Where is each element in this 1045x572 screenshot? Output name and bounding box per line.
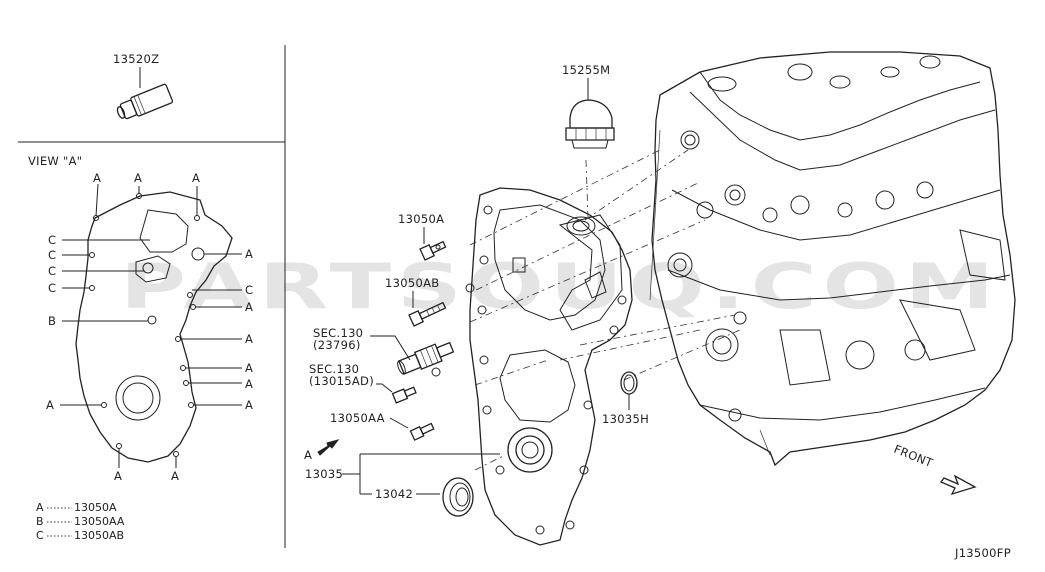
part-13035h-label[interactable]: 13035H — [602, 412, 649, 426]
view-a-label-c-1: C — [48, 233, 56, 247]
legend: A 13050A B 13050AA C 13050AB — [36, 501, 125, 542]
view-a-label-b: B — [48, 314, 56, 328]
view-a-arrow-label: A — [304, 448, 312, 462]
callout-13035: 13035 — [305, 453, 500, 495]
view-a-label-a-1: A — [93, 171, 101, 185]
sensor-sec130-23796: SEC.130 (23796) — [313, 326, 455, 377]
diagram-id: J13500FP — [954, 546, 1011, 560]
view-a-label-a-5: A — [245, 300, 253, 314]
view-a-label-a-4: A — [245, 247, 253, 261]
sealant-tube-icon — [116, 83, 174, 120]
legend-part-a[interactable]: 13050A — [74, 501, 117, 514]
part-13050ab-label[interactable]: 13050AB — [385, 276, 439, 290]
bolt-13050a: 13050A — [398, 212, 447, 261]
view-a-label-c-2: C — [48, 248, 56, 262]
view-a-label-c-5: C — [245, 283, 253, 297]
part-13042-label[interactable]: 13042 — [375, 487, 413, 501]
legend-part-b[interactable]: 13050AA — [74, 515, 125, 528]
legend-part-c[interactable]: 13050AB — [74, 529, 124, 542]
front-arrow-icon — [939, 474, 977, 496]
part-13050aa-label[interactable]: 13050AA — [330, 411, 385, 425]
legend-key-a: A — [36, 501, 44, 514]
sealant-tube-group: 13520Z — [113, 52, 174, 120]
view-a-label-a-6: A — [245, 332, 253, 346]
sensor-sec130-13015ad: SEC.130 (13015AD) — [309, 362, 417, 404]
view-a-label-a-8: A — [245, 377, 253, 391]
sec130-23796-sub-label[interactable]: (23796) — [313, 338, 361, 352]
view-a-title: VIEW "A" — [28, 154, 82, 168]
front-cover — [469, 187, 633, 546]
view-a-label-a-3: A — [192, 171, 200, 185]
bolt-13050aa: 13050AA — [330, 411, 435, 441]
alignment-lines — [469, 149, 741, 471]
view-a-label-c-3: C — [48, 264, 56, 278]
view-a-callouts: A A A C C C C B A C A A A A A A A A — [46, 171, 253, 483]
view-a-label-a-12: A — [171, 469, 179, 483]
view-a-cover-outline — [75, 191, 233, 463]
watermark: PARTSOUQ.COM — [120, 250, 1000, 323]
sec130-13015ad-sub-label[interactable]: (13015AD) — [309, 374, 374, 388]
view-a-label-a-9: A — [245, 398, 253, 412]
view-a-label-a-10: A — [46, 398, 54, 412]
sec130-23796-label[interactable]: SEC.130 — [313, 326, 363, 340]
part-13520z-label[interactable]: 13520Z — [113, 52, 159, 66]
part-13035-label[interactable]: 13035 — [305, 467, 343, 481]
legend-key-b: B — [36, 515, 44, 528]
part-15255m-label[interactable]: 15255M — [562, 63, 610, 77]
part-13050a-label[interactable]: 13050A — [398, 212, 444, 226]
view-a-label-c-4: C — [48, 281, 56, 295]
front-label: FRONT — [892, 442, 936, 471]
view-direction-arrow-icon — [317, 439, 340, 456]
front-indicator: FRONT — [892, 442, 977, 496]
engine-block — [649, 51, 1016, 467]
oil-filler-cap-15255m: 15255M — [562, 63, 615, 149]
gasket-13035h: 13035H — [602, 371, 649, 426]
view-a-bolt-holes — [89, 193, 200, 457]
view-a-arrow: A — [304, 439, 340, 462]
view-a-label-a-11: A — [114, 469, 122, 483]
view-a-label-a-2: A — [134, 171, 142, 185]
view-a-label-a-7: A — [245, 361, 253, 375]
oil-seal-13042: 13042 — [375, 477, 474, 517]
sec130-13015ad-label[interactable]: SEC.130 — [309, 362, 359, 376]
bolt-13050ab: 13050AB — [385, 276, 475, 327]
legend-key-c: C — [36, 529, 44, 542]
